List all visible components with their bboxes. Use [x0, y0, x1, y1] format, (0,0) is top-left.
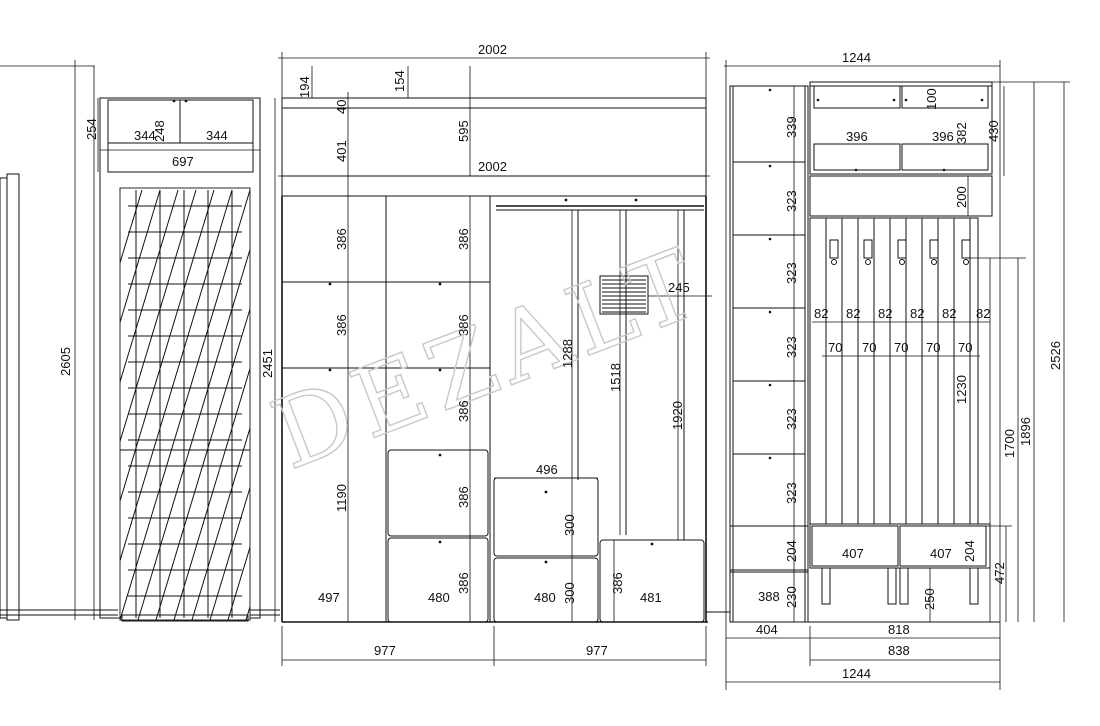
dim-401: 401 — [334, 140, 349, 162]
dim-70-a: 70 — [828, 340, 842, 355]
dim-481: 481 — [640, 590, 662, 605]
dim-300-b: 300 — [562, 582, 577, 604]
left-extension-lines — [0, 60, 100, 620]
dim-1244-bottom: 1244 — [842, 666, 871, 681]
dim-388: 388 — [758, 589, 780, 604]
dim-2002-mid: 2002 — [478, 159, 507, 174]
dim-100: 100 — [924, 88, 939, 110]
dim-323-a: 323 — [784, 190, 799, 212]
dim-407-b: 407 — [930, 546, 952, 561]
dim-1920: 1920 — [670, 401, 685, 430]
dim-472: 472 — [992, 562, 1007, 584]
dim-fridge-697: 697 — [172, 154, 194, 169]
dim-339: 339 — [784, 116, 799, 138]
dim-2526: 2526 — [1048, 341, 1063, 370]
dimension-labels: 2002 2002 1244 1244 697 344 344 254 248 … — [58, 42, 1063, 681]
dim-1230: 1230 — [954, 375, 969, 404]
dim-2002-top: 2002 — [478, 42, 507, 57]
dim-230: 230 — [784, 586, 799, 608]
dim-407-a: 407 — [842, 546, 864, 561]
wardrobe — [281, 97, 707, 623]
dim-480-a: 480 — [428, 590, 450, 605]
dim-386-h: 386 — [610, 572, 625, 594]
dim-fridge-344-left: 344 — [134, 128, 156, 143]
dim-2451: 2451 — [260, 349, 275, 378]
dim-386-g: 386 — [456, 572, 471, 594]
hall-unit — [729, 81, 993, 623]
dim-70-c: 70 — [894, 340, 908, 355]
dim-250: 250 — [922, 588, 937, 610]
dim-300-a: 300 — [562, 514, 577, 536]
dim-82-f: 82 — [976, 306, 990, 321]
dim-386-b: 386 — [334, 314, 349, 336]
dim-1288: 1288 — [560, 339, 575, 368]
dim-82-e: 82 — [942, 306, 956, 321]
dim-818: 818 — [888, 622, 910, 637]
dim-323-b: 323 — [784, 262, 799, 284]
dim-204-bench: 204 — [962, 540, 977, 562]
dim-396-b: 396 — [932, 129, 954, 144]
dim-154: 154 — [392, 70, 407, 92]
dim-480-b: 480 — [534, 590, 556, 605]
left-door-frame — [0, 173, 20, 621]
dim-496: 496 — [536, 462, 558, 477]
dim-1518: 1518 — [608, 363, 623, 392]
dim-fridge-344-right: 344 — [206, 128, 228, 143]
dim-386-c: 386 — [456, 228, 471, 250]
dim-1244-top: 1244 — [842, 50, 871, 65]
dim-70-d: 70 — [926, 340, 940, 355]
dim-977-b: 977 — [586, 643, 608, 658]
dim-386-d: 386 — [456, 314, 471, 336]
dim-977-a: 977 — [374, 643, 396, 658]
dim-82-c: 82 — [878, 306, 892, 321]
dim-323-d: 323 — [784, 408, 799, 430]
dim-200: 200 — [954, 186, 969, 208]
dim-595: 595 — [456, 120, 471, 142]
dim-386-e: 386 — [456, 400, 471, 422]
dim-838: 838 — [888, 643, 910, 658]
dim-1700: 1700 — [1002, 429, 1017, 458]
dim-404: 404 — [756, 622, 778, 637]
fridge — [119, 187, 251, 622]
dim-386-a: 386 — [334, 228, 349, 250]
dim-497: 497 — [318, 590, 340, 605]
dim-70-e: 70 — [958, 340, 972, 355]
dim-245: 245 — [668, 280, 690, 295]
dim-fridge-248: 248 — [152, 120, 167, 142]
dim-386-f: 386 — [456, 486, 471, 508]
dim-382: 382 — [954, 122, 969, 144]
dim-82-a: 82 — [814, 306, 828, 321]
dim-2605: 2605 — [58, 347, 73, 376]
dim-323-e: 323 — [784, 482, 799, 504]
watermark: DEZALT — [258, 225, 719, 491]
dim-40: 40 — [334, 100, 349, 114]
dim-323-c: 323 — [784, 336, 799, 358]
dim-fridge-254: 254 — [84, 118, 99, 140]
dim-396-a: 396 — [846, 129, 868, 144]
dim-1896: 1896 — [1018, 417, 1033, 446]
dim-430: 430 — [986, 120, 1001, 142]
dim-82-b: 82 — [846, 306, 860, 321]
dim-194: 194 — [297, 76, 312, 98]
dim-204-a: 204 — [784, 540, 799, 562]
dim-70-b: 70 — [862, 340, 876, 355]
dimension-lines — [97, 52, 1070, 690]
dim-82-d: 82 — [910, 306, 924, 321]
dim-1190: 1190 — [334, 484, 349, 512]
